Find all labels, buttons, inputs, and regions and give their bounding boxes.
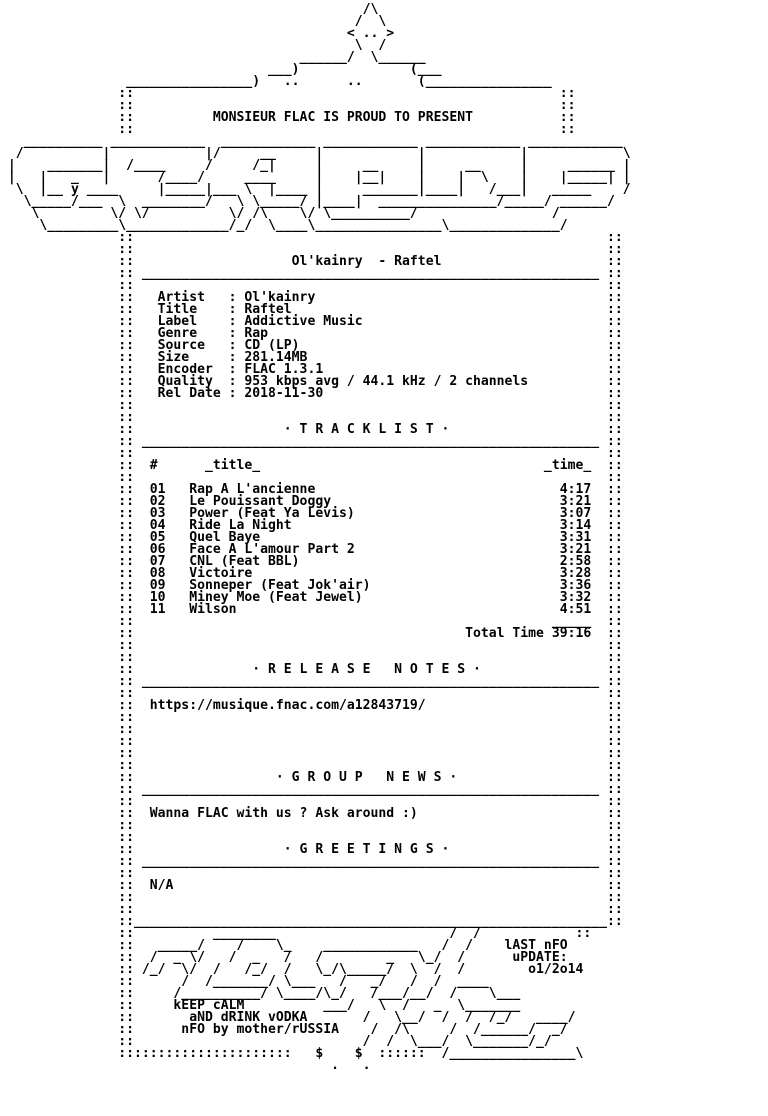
nfo-document: /\ / \ < .. > \ / ______/ (7, 2, 631, 1073)
